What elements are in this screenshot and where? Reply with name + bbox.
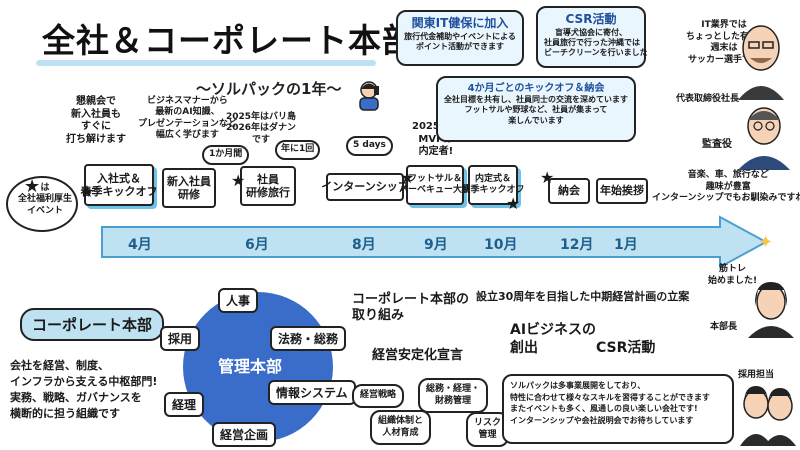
division-saiyo: 採用	[160, 326, 201, 351]
division-joho-system: 情報システム	[268, 380, 356, 405]
recruiter-caption: 採用担当	[738, 370, 775, 380]
ai-business: AIビジネスの 創出	[510, 322, 597, 356]
star-icon: ★	[540, 168, 555, 187]
division-jinji: 人事	[218, 288, 259, 313]
supervisor-portrait	[732, 100, 796, 170]
corporate-heading: コーポレート本部	[20, 308, 165, 341]
note-business-manners: ビジネスマナーから 最新のAI知識、 プレゼンテーションなど 幅広く学びます	[138, 96, 237, 140]
closing-message: ソルパックは多事業展開をしており、 特性に合わせて様々なスキルを習得することがで…	[502, 374, 734, 444]
management-center-label: 管理本部	[218, 357, 283, 376]
ceo-portrait	[730, 20, 792, 100]
month-label: 8月	[352, 237, 376, 253]
division-keiri: 経理	[164, 392, 205, 417]
star-icon: ★	[231, 171, 246, 190]
kickoff-body: 全社目標を共有し、社員同士の交流を深めています フットサルや野球など、社員が集ま…	[444, 95, 628, 125]
division-homu-somu: 法務・総務	[270, 326, 347, 351]
welfare-event-label: は 全社福利厚生 イベント	[18, 183, 73, 216]
month-label: 6月	[245, 237, 269, 253]
supervisor-quote: 音楽、車、旅行など 趣味が豊富 インターンシップでもお馴染みですね	[652, 170, 800, 204]
kanto-it-kenpo-body: 旅行代金補助やイベントによる ポイント活動ができます	[404, 31, 516, 51]
note-trip: 2025年はバリ島 2026年はダナン です	[226, 112, 297, 145]
initiatives-heading: コーポレート本部の 取り組み	[352, 292, 470, 324]
month-label: 10月	[484, 237, 518, 253]
supervisor-caption: 監査役	[702, 139, 732, 150]
welfare-event-badge	[6, 176, 78, 232]
tag-keiei-senryaku: 経営戦略	[352, 384, 405, 408]
event-kenshu-ryoko: 社員 研修旅行	[240, 166, 296, 206]
management-circle	[183, 292, 333, 442]
director-caption: 本部長	[710, 322, 738, 332]
title-underline	[36, 60, 376, 66]
corporate-description: 会社を経営、制度、 インフラから支える中枢部門! 実務、戦略、ガバナンスを 横断…	[10, 359, 158, 420]
month-label: 4月	[128, 237, 152, 253]
event-internship: インターンシップ	[321, 173, 409, 201]
ceo-caption: 代表取締役社長	[676, 94, 740, 104]
star-icon: ★	[400, 168, 415, 187]
star-icon: ★	[506, 194, 521, 213]
csr-activity: CSR活動	[596, 340, 656, 356]
stability-declaration: 経営安定化宣言	[372, 348, 464, 363]
tag-somu-keiri: 総務・経理・ 財務管理	[418, 378, 489, 414]
csr-bubble: CSR活動 盲導犬協会に寄付、 社員旅行で行った沖縄では ビーチクリーンを行いま…	[536, 6, 648, 68]
event-futsal-bbq: フットサル＆ バーベキュー大会	[399, 165, 471, 205]
star-icon: ★	[80, 182, 95, 201]
kanto-it-kenpo-title: 関東IT健保に加入	[411, 16, 509, 30]
month-label: 12月	[560, 237, 594, 253]
star-icon: ★	[24, 176, 41, 197]
kickoff-title: 4か月ごとのキックオフ＆納会	[467, 83, 605, 94]
event-nenshi-aisatsu: 年始挨拶	[596, 178, 648, 204]
month-label: 1月	[614, 237, 638, 253]
event-nyushashiki: 入社式＆ 春季キックオフ	[81, 164, 158, 206]
csr-title: CSR活動	[565, 12, 617, 26]
sparkle-icon: ✦	[758, 232, 774, 253]
kanto-it-kenpo-bubble: 関東IT健保に加入 旅行代金補助やイベントによる ポイント活動ができます	[396, 10, 524, 66]
timeline-arrow	[101, 215, 769, 269]
note-mvp: 2025年の MVPは 内定者!	[412, 121, 460, 157]
page-title: 全社＆コーポレート本部	[42, 21, 416, 60]
one-month-bubble: 1か月間	[202, 145, 250, 165]
recruiter-portrait	[736, 380, 798, 446]
event-noukai: 納会	[548, 178, 590, 204]
month-label: 9月	[424, 237, 448, 253]
director-portrait	[744, 278, 798, 338]
phone-person-illustration	[352, 78, 386, 112]
kickoff-bubble: 4か月ごとのキックオフ＆納会 全社目標を共有し、社員同士の交流を深めています フ…	[436, 76, 636, 142]
event-shinnyu-kenshu: 新入社員 研修	[162, 168, 216, 208]
mid-term-plan: 設立30周年を目指した中期経営計画の立案	[476, 290, 690, 303]
five-days-bubble: 5 days	[346, 136, 393, 156]
ceo-quote: IT業界では ちょっとした有名! 週末は サッカー選手です	[686, 20, 763, 66]
division-keiei-kikaku: 経営企画	[212, 422, 277, 447]
tag-soshiki: 組織体制と 人材育成	[370, 410, 432, 446]
note-shinboku: 懇親会で 新入社員も すぐに 打ち解けます	[66, 96, 126, 145]
once-year-bubble: 年に1回	[275, 140, 321, 160]
event-naiteishiki: 内定式＆ 秋季キックオフ	[462, 165, 525, 205]
page-subtitle: 〜ソルパックの1年〜	[196, 80, 342, 98]
director-quote: 筋トレ 始めました!	[708, 264, 758, 286]
csr-body: 盲導犬協会に寄付、 社員旅行で行った沖縄では ビーチクリーンを行いました	[544, 27, 648, 58]
